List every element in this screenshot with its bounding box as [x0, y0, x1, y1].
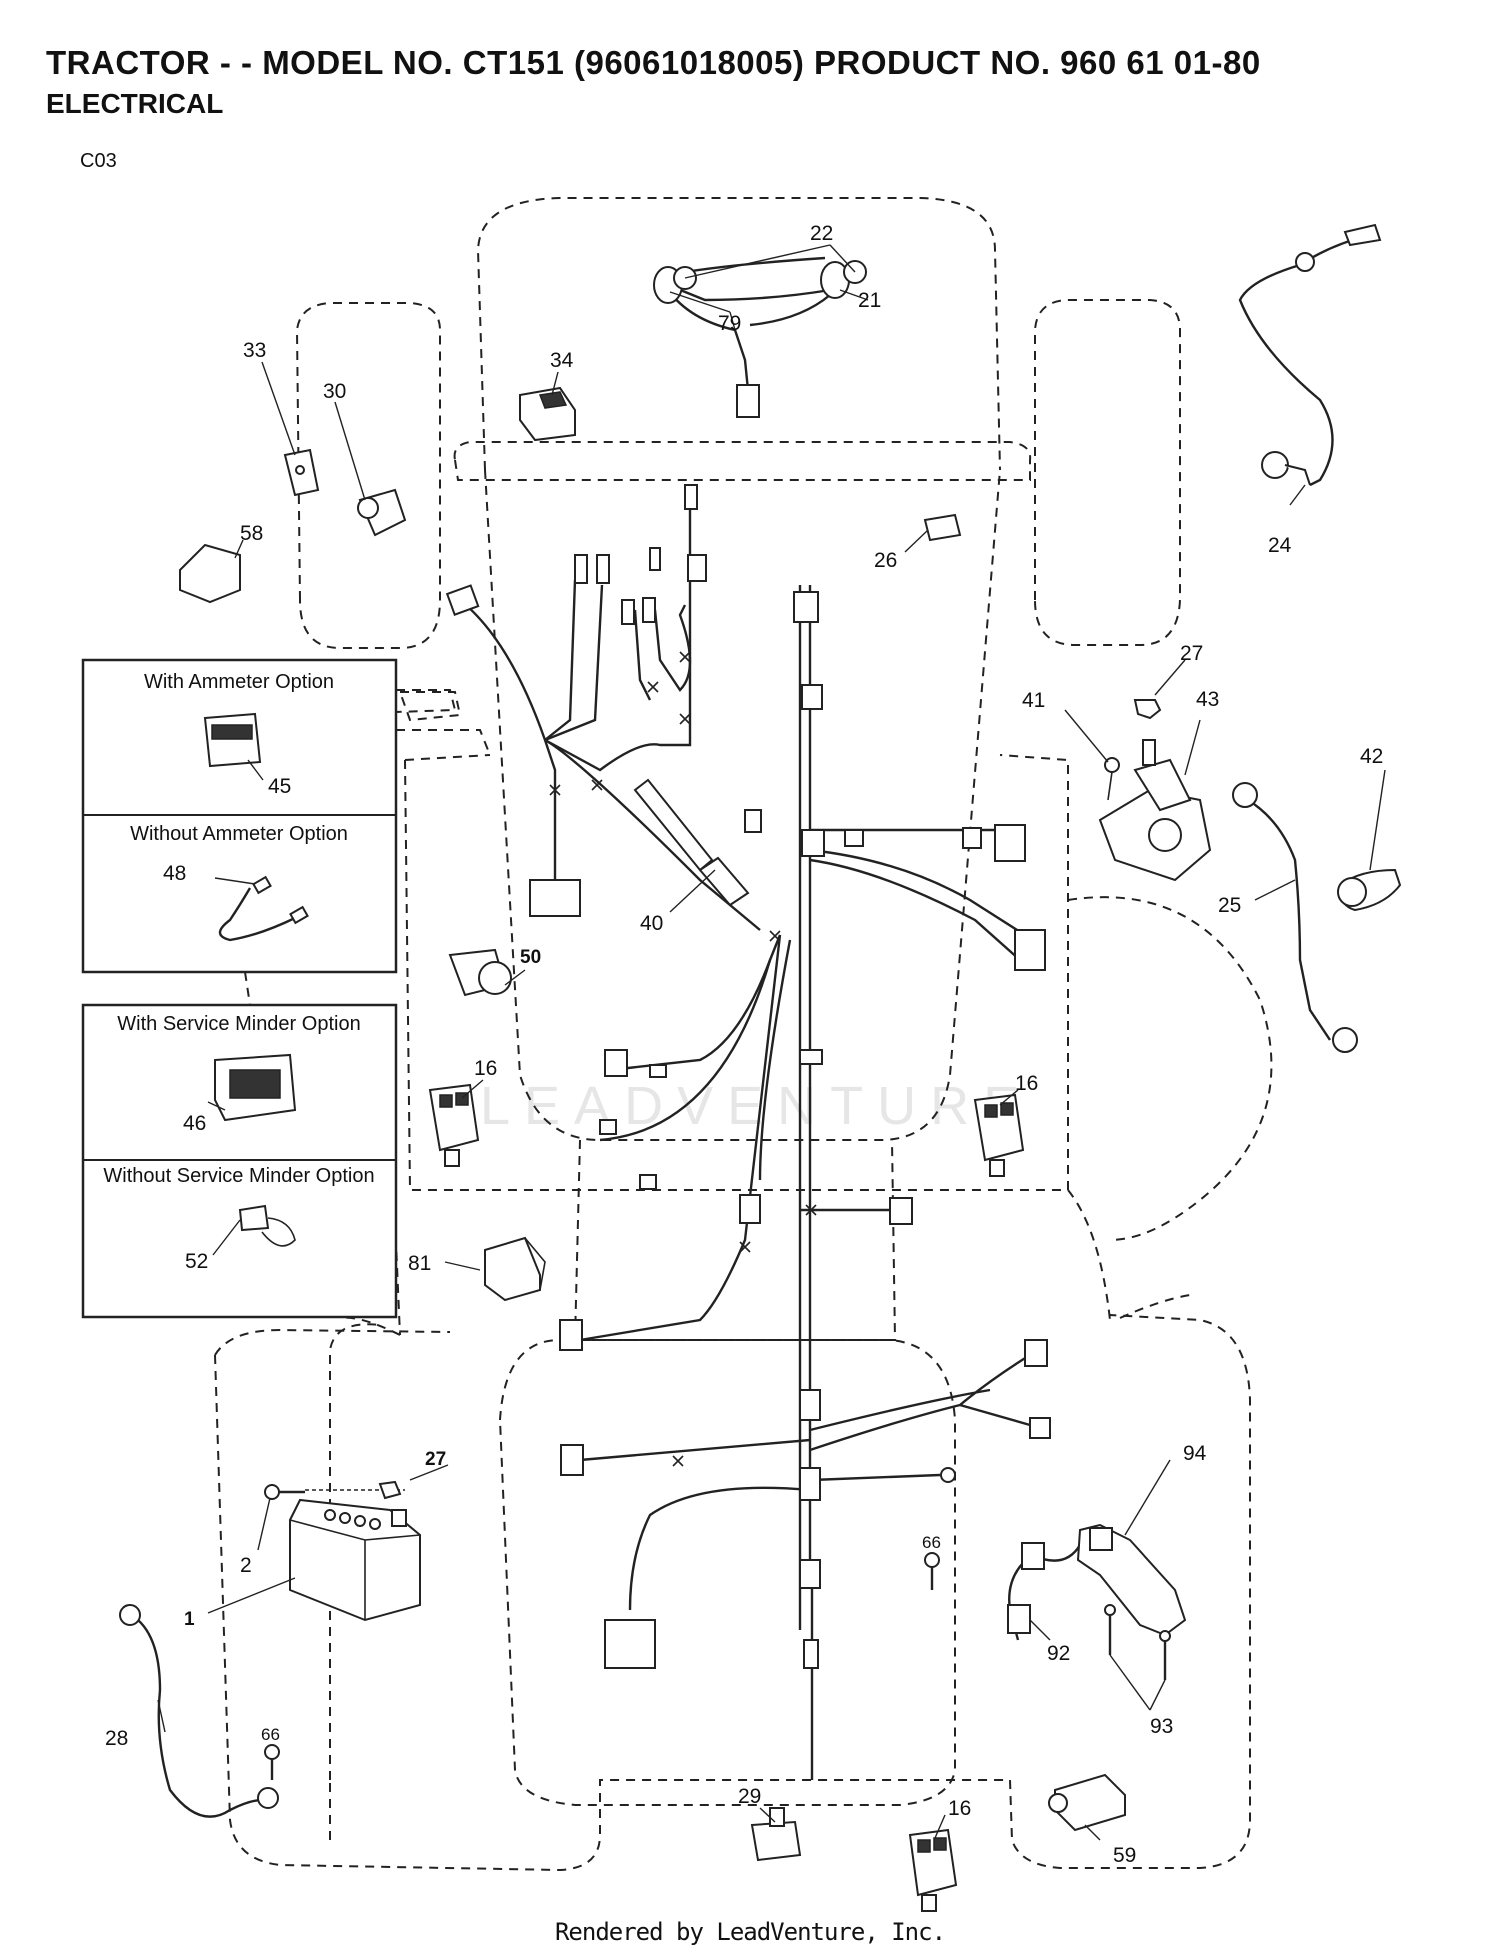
callout-27-battery: 27 — [425, 1449, 446, 1470]
option-service-without: Without Service Minder Option — [103, 1165, 374, 1187]
tie-markers — [549, 651, 817, 1467]
callout-46: 46 — [183, 1112, 206, 1135]
part-93-screws — [1104, 1604, 1171, 1680]
callout-25: 25 — [1218, 894, 1241, 917]
callout-59: 59 — [1113, 1844, 1136, 1867]
footer-credit: Rendered by LeadVenture, Inc. — [554, 1918, 946, 1946]
option-service-with: With Service Minder Option — [117, 1013, 360, 1035]
callout-16-bottom: 16 — [948, 1797, 971, 1820]
part-40-sleeve — [633, 778, 750, 907]
callout-28: 28 — [105, 1727, 128, 1750]
callout-94: 94 — [1183, 1442, 1207, 1465]
part-1-battery — [288, 1498, 421, 1622]
page-subtitle: ELECTRICAL — [46, 88, 224, 119]
callout-2: 2 — [240, 1554, 252, 1577]
callout-26: 26 — [874, 549, 897, 572]
page-title: TRACTOR - - MODEL NO. CT151 (96061018005… — [46, 44, 1261, 81]
part-50-switch — [448, 948, 512, 997]
option-ammeter-without: Without Ammeter Option — [130, 823, 348, 845]
option-box-ammeter — [81, 658, 398, 974]
callout-1: 1 — [184, 1609, 195, 1630]
part-16-switch-left — [428, 1083, 480, 1167]
diagram-code: C03 — [80, 150, 117, 172]
harness-connectors — [445, 484, 1051, 1669]
callout-93: 93 — [1150, 1715, 1173, 1738]
region-outlines — [214, 197, 1273, 1872]
callout-92: 92 — [1047, 1642, 1070, 1665]
part-28-cable — [119, 1604, 279, 1818]
callout-30: 30 — [323, 380, 346, 403]
callout-48: 48 — [163, 862, 186, 885]
headlight-harness — [653, 256, 867, 418]
callout-16-left: 16 — [474, 1057, 497, 1080]
part-16-switch-bottom — [908, 1828, 958, 1912]
part-58-plug — [179, 543, 241, 604]
part-66-screw-left — [264, 1744, 280, 1780]
callout-58: 58 — [240, 522, 263, 545]
callout-66-center: 66 — [922, 1533, 941, 1552]
part-81-relay — [484, 1236, 546, 1302]
callout-45: 45 — [268, 775, 291, 798]
callout-29: 29 — [738, 1785, 761, 1808]
part-25-cable — [1232, 782, 1358, 1053]
callout-40: 40 — [640, 912, 663, 935]
part-66-screw-center — [924, 1552, 940, 1590]
callout-33: 33 — [243, 339, 266, 362]
part-94-switch — [1076, 1523, 1187, 1637]
part-42-boot — [1337, 868, 1402, 912]
callout-79: 79 — [718, 312, 741, 335]
part-26-fuse — [923, 513, 962, 542]
part-2-bolt — [264, 1484, 405, 1500]
part-41-bolt — [1104, 757, 1120, 801]
part-43-solenoid — [1098, 699, 1212, 882]
part-24-cable — [1238, 223, 1382, 487]
option-ammeter-with: With Ammeter Option — [144, 671, 334, 693]
callout-16-right: 16 — [1015, 1072, 1038, 1095]
callout-27-top: 27 — [1180, 642, 1203, 665]
callout-50: 50 — [520, 947, 541, 968]
option-box-service-minder — [81, 1003, 398, 1319]
part-30-ignition — [357, 488, 407, 537]
part-33-key — [283, 448, 320, 497]
callout-43: 43 — [1196, 688, 1219, 711]
wire-harness — [459, 500, 1031, 1780]
callout-42: 42 — [1360, 745, 1383, 768]
callout-52: 52 — [185, 1250, 208, 1273]
callout-81: 81 — [408, 1252, 431, 1275]
watermark: LEADVENTURE — [480, 1076, 1034, 1136]
callout-34: 34 — [550, 349, 574, 372]
callout-22: 22 — [810, 222, 833, 245]
part-34-switch — [519, 386, 576, 442]
leader-lines — [157, 244, 1386, 1841]
callout-66-left: 66 — [261, 1725, 280, 1744]
callout-41: 41 — [1022, 689, 1045, 712]
part-27-nut — [378, 1480, 402, 1500]
part-16-switch-right — [973, 1093, 1025, 1177]
callout-24: 24 — [1268, 534, 1292, 557]
part-59-module — [1048, 1773, 1126, 1832]
callout-21: 21 — [858, 289, 881, 312]
part-29-switch — [750, 1807, 802, 1862]
callouts: 22 79 21 34 33 30 58 26 24 27 41 43 42 2… — [105, 222, 1383, 1867]
part-92-harness — [1007, 1542, 1082, 1641]
